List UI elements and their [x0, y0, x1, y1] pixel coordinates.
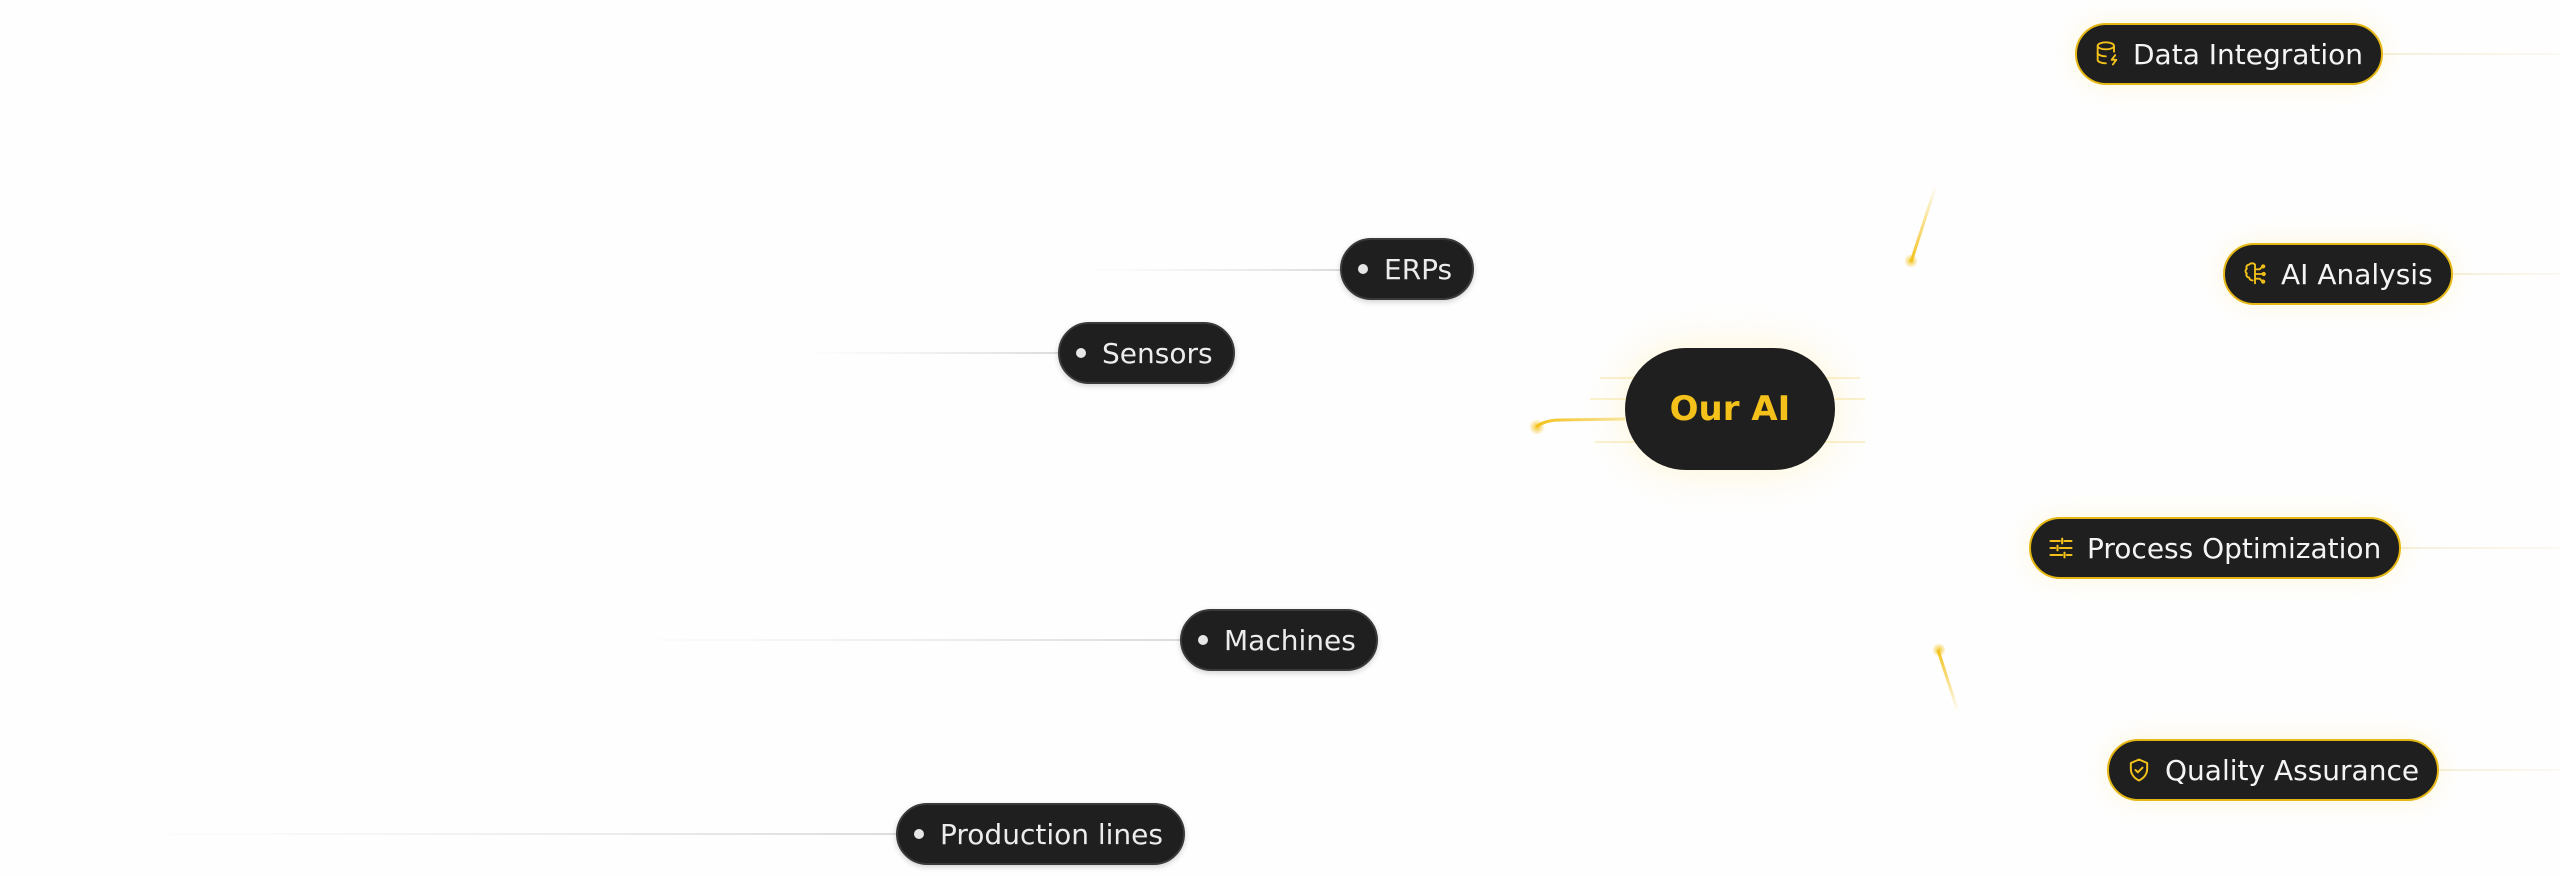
input-node-erps[interactable]: ERPs [1340, 238, 1475, 300]
input-node-sensors[interactable]: Sensors [1058, 322, 1235, 384]
sliders-icon [2047, 534, 2075, 562]
streak-upper-right [1909, 184, 1938, 263]
line-quality-assurance [2426, 769, 2560, 771]
input-node-label: Machines [1224, 623, 1356, 657]
line-production-lines [120, 833, 900, 835]
input-node-label: Sensors [1102, 336, 1213, 370]
output-node-data-integration[interactable]: Data Integration [2075, 23, 2384, 85]
output-node-ai-analysis[interactable]: AI Analysis [2223, 243, 2453, 305]
input-node-production-lines[interactable]: Production lines [896, 803, 1185, 865]
line-erps [1080, 269, 1340, 271]
input-node-label: Production lines [940, 817, 1163, 851]
line-sensors [800, 352, 1060, 354]
output-node-process-optimization[interactable]: Process Optimization [2029, 517, 2402, 579]
output-node-label: Quality Assurance [2165, 753, 2420, 787]
bullet-dot-icon [1076, 348, 1086, 358]
line-data-integration [2368, 53, 2560, 55]
center-node-our-ai[interactable]: Our AI [1625, 348, 1835, 470]
output-node-label: AI Analysis [2281, 257, 2433, 291]
streak-lower-right-head [1932, 643, 1946, 657]
streak-left [1535, 417, 1626, 429]
input-node-machines[interactable]: Machines [1180, 609, 1378, 671]
line-machines [600, 639, 1180, 641]
bullet-dot-icon [1358, 264, 1368, 274]
input-node-label: ERPs [1384, 252, 1453, 286]
database-bolt-icon [2093, 40, 2121, 68]
streak-lower-right [1936, 649, 1960, 713]
brain-circuit-icon [2241, 260, 2269, 288]
shield-check-icon [2125, 756, 2153, 784]
center-node-label: Our AI [1669, 389, 1791, 429]
streak-upper-right-head [1904, 254, 1918, 268]
line-ai-analysis [2446, 273, 2560, 275]
line-process-optimization [2386, 547, 2560, 549]
output-node-label: Data Integration [2133, 37, 2364, 71]
output-node-quality-assurance[interactable]: Quality Assurance [2107, 739, 2440, 801]
bullet-dot-icon [1198, 635, 1208, 645]
streak-left-head [1529, 419, 1545, 435]
bullet-dot-icon [914, 829, 924, 839]
output-node-label: Process Optimization [2087, 531, 2382, 565]
